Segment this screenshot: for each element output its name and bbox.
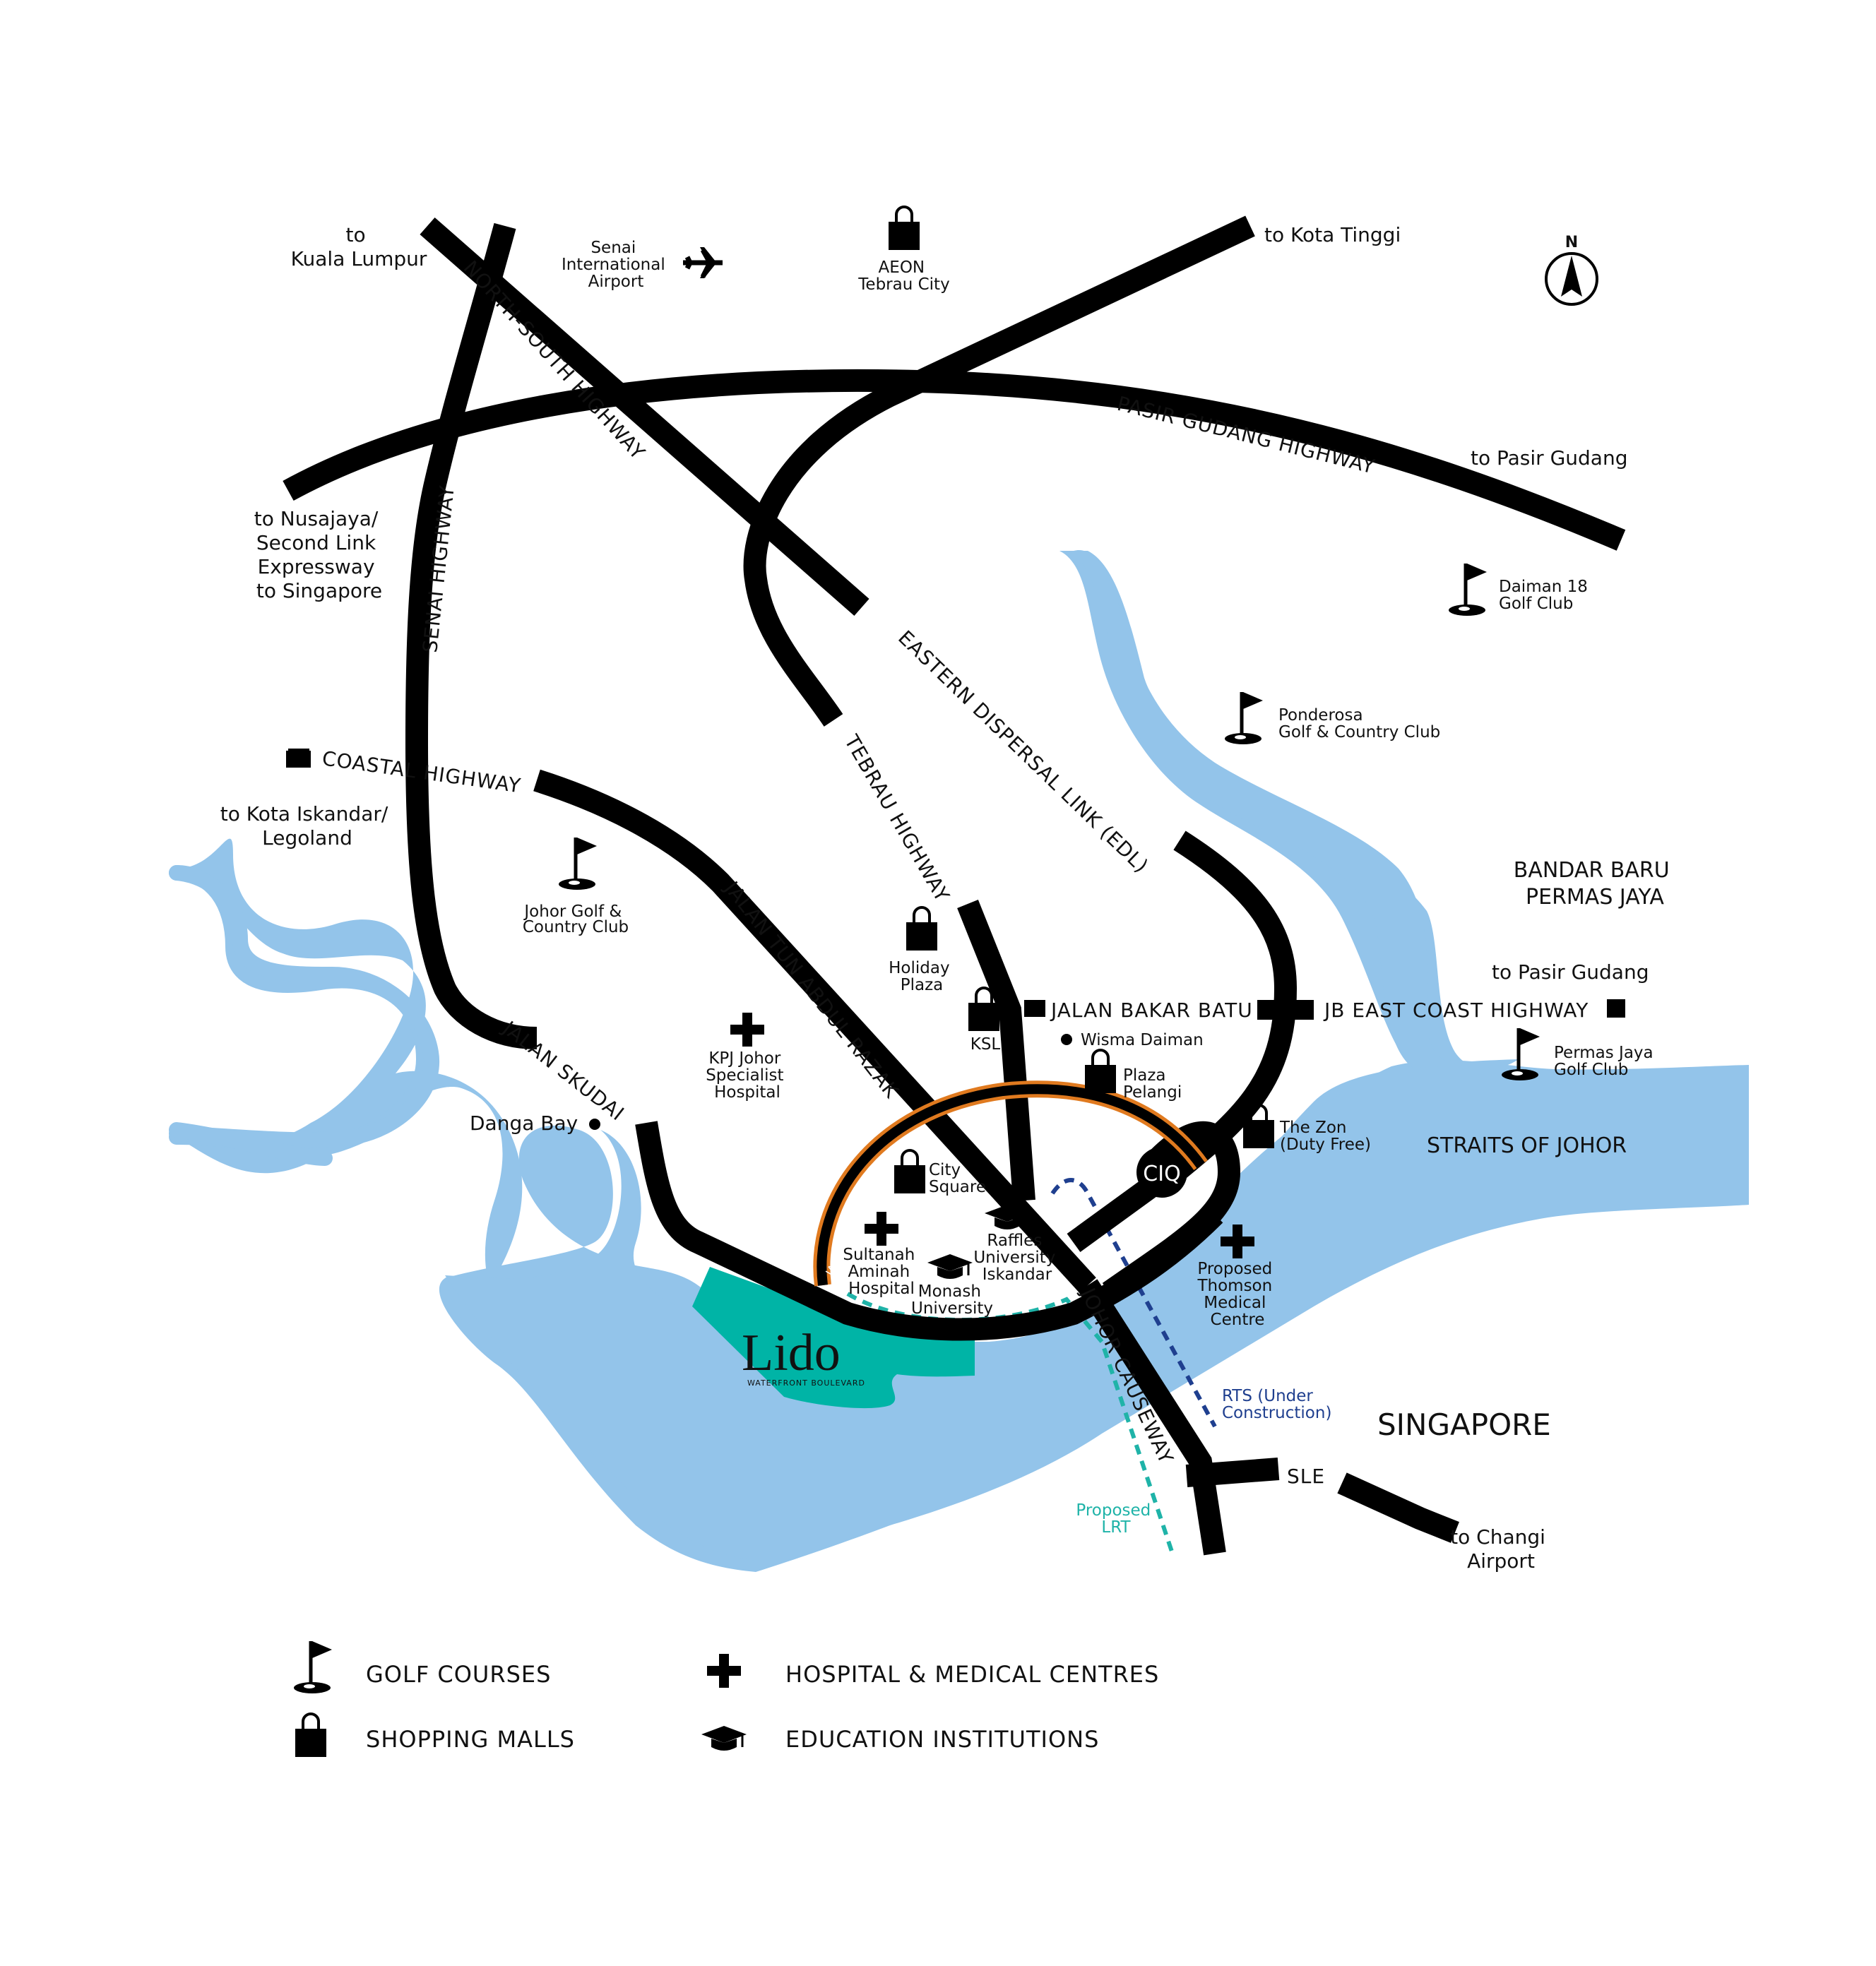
- danga-bay-label: Danga Bay: [470, 1112, 578, 1135]
- left-inlet-2: [169, 1122, 333, 1166]
- label-jb-east-coast: JB EAST COAST HIGHWAY: [1323, 999, 1589, 1022]
- kpj-hospital-cross-icon: [730, 1013, 764, 1047]
- legend: GOLF COURSES HOSPITAL & MEDICAL CENTRES …: [294, 1641, 1159, 1758]
- aeon-bag-icon: [887, 205, 921, 251]
- legend-hospital-label: HOSPITAL & MEDICAL CENTRES: [785, 1661, 1159, 1688]
- east-coast-square: [1607, 999, 1625, 1018]
- label-jalan-bakar-batu: JALAN BAKAR BATU: [1050, 999, 1253, 1022]
- pasir-gudang-highway: [283, 369, 1626, 551]
- dest-pasir-gudang-mid: to Pasir Gudang: [1492, 960, 1649, 984]
- ciq-loop: [1102, 1121, 1241, 1302]
- permas-golf-label: Permas Jaya Golf Club: [1554, 1044, 1658, 1079]
- senai-airport-label: Senai International Airport: [562, 239, 670, 291]
- tebrau-river: [1074, 550, 1469, 1068]
- straits-label: STRAITS OF JOHOR: [1427, 1133, 1627, 1158]
- ksl-label: KSL: [970, 1035, 1001, 1054]
- dest-changi: to Changi Airport: [1450, 1525, 1552, 1573]
- legend-education-icon: [700, 1724, 748, 1752]
- monash-label: Monash University: [911, 1282, 993, 1318]
- kota-tinggi-road: [743, 215, 1255, 727]
- kpj-label: KPJ Johor Specialist Hospital: [706, 1049, 789, 1102]
- holiday-plaza-bag-icon: [905, 906, 939, 952]
- ciq-link: [1067, 1177, 1158, 1252]
- daiman18-golf-icon: [1449, 564, 1487, 616]
- left-inlet: [169, 865, 440, 1148]
- dest-nusajaya: to Nusajaya/ Second Link Expressway to S…: [254, 507, 384, 602]
- sle: [1185, 1458, 1459, 1543]
- johor-golf-label: Johor Golf & Country Club: [523, 902, 629, 936]
- legend-education-label: EDUCATION INSTITUTIONS: [785, 1726, 1099, 1753]
- ponderosa-golf-icon: [1225, 692, 1263, 744]
- legend-golf-icon: [294, 1641, 332, 1693]
- lrt-label: Proposed LRT: [1076, 1501, 1156, 1537]
- label-jalan-skudai: JALAN SKUDAI: [497, 1015, 629, 1126]
- wisma-daiman-label: Wisma Daiman: [1081, 1031, 1204, 1049]
- ponderosa-label: Ponderosa Golf & Country Club: [1278, 706, 1440, 741]
- danga-bay-dot: [589, 1119, 600, 1130]
- bandar-baru-label: BANDAR BARU PERMAS JAYA: [1514, 858, 1676, 910]
- lido-site: [692, 1267, 975, 1409]
- legend-golf-label: GOLF COURSES: [366, 1661, 551, 1688]
- holiday-plaza-label: Holiday Plaza: [889, 959, 955, 994]
- label-tebrau-highway: TEBRAU HIGHWAY: [839, 730, 954, 906]
- raffles-label: Raffles University Iskandar: [973, 1232, 1060, 1284]
- rts-line: [1050, 1178, 1217, 1428]
- label-sle: SLE: [1287, 1465, 1325, 1488]
- tebrau-highway: [957, 900, 1035, 1202]
- wisma-daiman-dot: [1061, 1034, 1072, 1045]
- lido-logo: Lido: [742, 1324, 841, 1382]
- sultanah-label: Sultanah Aminah Hospital: [843, 1246, 920, 1298]
- the-zon-label: The Zon (Duty Free): [1279, 1119, 1371, 1154]
- roads: [283, 215, 1626, 1556]
- city-square-label: City Square: [929, 1161, 986, 1196]
- singapore-label: SINGAPORE: [1377, 1407, 1551, 1442]
- plaza-pelangi-label: Plaza Pelangi: [1123, 1066, 1182, 1102]
- coastal-highway-square: [288, 749, 309, 767]
- airplane-icon: [683, 247, 723, 278]
- thomson-label: Proposed Thomson Medical Centre: [1197, 1260, 1277, 1329]
- rts-label: RTS (Under Construction): [1222, 1387, 1331, 1422]
- johor-golf-icon: [559, 838, 597, 890]
- compass-icon: [1545, 252, 1598, 306]
- aeon-label: AEON Tebrau City: [857, 258, 949, 294]
- dest-kuala-lumpur: to Kuala Lumpur: [291, 223, 427, 270]
- legend-mall-icon: [294, 1712, 328, 1758]
- legend-mall-label: SHOPPING MALLS: [366, 1726, 575, 1753]
- permas-golf-icon: [1502, 1028, 1540, 1080]
- jalan-tun-abdul-razak: [533, 769, 1096, 1293]
- daiman18-label: Daiman 18 Golf Club: [1499, 578, 1593, 613]
- ciq-label: CIQ: [1143, 1162, 1180, 1186]
- ring-road-inner: [817, 1084, 1205, 1286]
- compass-label: N: [1565, 234, 1578, 251]
- monash-education-icon: [926, 1253, 974, 1280]
- dest-pasir-gudang-top: to Pasir Gudang: [1471, 446, 1627, 470]
- ciq-marker: [1136, 1147, 1187, 1198]
- dest-kota-iskandar: to Kota Iskandar/ Legoland: [220, 802, 394, 850]
- dest-kota-tinggi: to Kota Tinggi: [1264, 223, 1401, 246]
- north-south-highway: [420, 217, 869, 616]
- lido-subtitle: WATERFRONT BOULEVARD: [747, 1378, 865, 1388]
- plaza-pelangi-bag-icon: [1084, 1049, 1117, 1095]
- johor-causeway: [1078, 1279, 1226, 1556]
- senai-highway: [405, 222, 538, 1049]
- legend-hospital-icon: [707, 1654, 741, 1688]
